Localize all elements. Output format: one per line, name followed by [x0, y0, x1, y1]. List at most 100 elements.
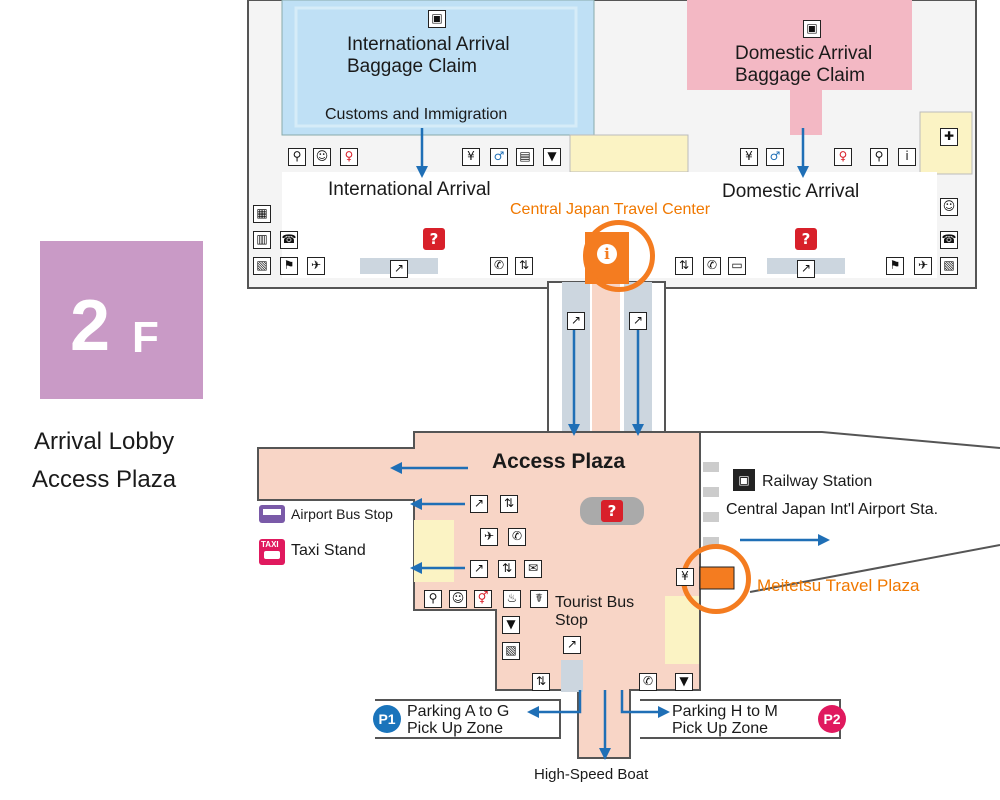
rail-step-3: [703, 512, 719, 522]
info-help-icon-dom: ?: [795, 228, 817, 250]
rent-icon-dom: ⚑: [886, 257, 904, 275]
coin-locker-icon: ▧: [253, 257, 271, 275]
parking-ag-label-1: Parking A to G: [407, 703, 510, 720]
rail-step-2: [703, 487, 719, 497]
parking-ag-label-2: Pick Up Zone: [407, 720, 504, 737]
parking-hm-label-1: Parking H to M: [672, 703, 778, 720]
taxi-icon: TAXI: [259, 539, 285, 565]
moving-walk-icon-left: ↗: [567, 312, 585, 330]
floor-badge: 2 F: [40, 241, 203, 399]
elevator-icon-plaza-1: ⇅: [500, 495, 518, 513]
intl-claim-label-1: International Arrival: [347, 34, 510, 55]
parking-hm-label-2: Pick Up Zone: [672, 720, 769, 737]
intl-arrival-label: International Arrival: [328, 179, 491, 200]
phone-booth-icon: ☎: [280, 231, 298, 249]
luggage-cart-icon: ▥: [253, 231, 271, 249]
nursing-icon-dom: ⚲: [870, 148, 888, 166]
info-help-icon-plaza: ?: [601, 500, 623, 522]
moving-walk-icon-right: ↗: [629, 312, 647, 330]
departure-icon-plaza: ✈: [480, 528, 498, 546]
dom-arrival-label: Domestic Arrival: [722, 181, 860, 202]
airport-sta-label: Central Japan Int'l Airport Sta.: [726, 501, 939, 518]
travel-center-label: Central Japan Travel Center: [510, 201, 711, 218]
escalator-icon-intl: ↗: [390, 260, 408, 278]
baggage-icon-intl: ▣: [428, 10, 446, 28]
internet-icon: ▭: [728, 257, 746, 275]
taxi-icon-label: TAXI: [261, 540, 279, 549]
phone-icon-dom: ✆: [703, 257, 721, 275]
elevator-icon-plaza-2: ⇅: [498, 560, 516, 578]
railway-corridor-outline-lower: [749, 544, 1000, 593]
first-aid-icon: ✚: [940, 128, 958, 146]
mail-icon: ✉: [524, 560, 542, 578]
rail-step-1: [703, 462, 719, 472]
floor-number: 2: [70, 286, 111, 366]
departure-icon: ✈: [307, 257, 325, 275]
area-name-1: Arrival Lobby: [34, 428, 175, 455]
nursing-icon-plaza: ⚲: [424, 590, 442, 608]
floor-suffix: F: [132, 313, 159, 362]
tourist-bus-label-1: Tourist Bus: [555, 594, 635, 611]
parking-lane-left: [375, 699, 561, 739]
baggage-service-icon: ▦: [253, 205, 271, 223]
arrow-heads: [390, 166, 830, 760]
plaza-yellow-right: [665, 596, 699, 664]
escalator-icon-dom: ↗: [797, 260, 815, 278]
escalator-icon-tourist: ↗: [563, 636, 581, 654]
restroom-icon-plaza: ⚥: [474, 590, 492, 608]
departure-icon-dom: ✈: [914, 257, 932, 275]
intl-baggage-grid: [294, 6, 578, 128]
info-help-icon-intl: ?: [423, 228, 445, 250]
train-icon: ▣: [733, 469, 755, 491]
baggage-icon-dom: ▣: [803, 20, 821, 38]
info-icon-dom: i: [898, 148, 916, 166]
baby-icon-plaza: ☺: [449, 590, 467, 608]
nursing-icon: ⚲: [288, 148, 306, 166]
female-restroom-icon: ♀: [340, 148, 358, 166]
escalator-icon-plaza-2: ↗: [470, 560, 488, 578]
rail-step-4: [703, 537, 719, 547]
shop-icon-bottom: ▼: [675, 673, 693, 691]
phone-booth-icon-dom: ☎: [940, 231, 958, 249]
elevator-icon: ⇅: [515, 257, 533, 275]
exchange-icon-plaza: ¥: [676, 568, 694, 586]
rent-icon: ⚑: [280, 257, 298, 275]
dom-baggage-zone: [687, 0, 912, 90]
railway-label: Railway Station: [762, 473, 873, 490]
escalator-lower: [561, 660, 583, 692]
access-plaza-label: Access Plaza: [492, 450, 626, 473]
boat-label: High-Speed Boat: [534, 766, 649, 783]
travel-center-highlight: [583, 220, 655, 292]
elevator-icon-bottom: ⇅: [532, 673, 550, 691]
shop-icon-plaza: ▼: [502, 616, 520, 634]
taxi-label: Taxi Stand: [291, 542, 366, 559]
baby-icon: ☺: [313, 148, 331, 166]
p2-badge: P2: [818, 705, 846, 733]
dom-baggage-neck: [790, 90, 822, 135]
prayer-icon: ☤: [530, 590, 548, 608]
currency-icon: ¥: [462, 148, 480, 166]
railway-corridor-outline: [700, 431, 1000, 449]
customs-label: Customs and Immigration: [325, 106, 508, 123]
coin-locker-icon-dom: ▧: [940, 257, 958, 275]
coin-locker-icon-plaza: ▧: [502, 642, 520, 660]
baby-icon-dom: ☺: [940, 198, 958, 216]
tourist-bus-label-2: Stop: [555, 612, 588, 629]
phone-icon: ✆: [490, 257, 508, 275]
area-name-2: Access Plaza: [32, 466, 177, 493]
bus-icon: [259, 505, 285, 523]
bus-stop-label: Airport Bus Stop: [291, 506, 393, 522]
escalator-icon-plaza-1: ↗: [470, 495, 488, 513]
direction-arrows: [400, 128, 820, 750]
phone-icon-bottom: ✆: [639, 673, 657, 691]
dom-claim-label-1: Domestic Arrival: [735, 43, 873, 64]
moving-walk-left: [562, 282, 590, 432]
exchange-icon: ¥: [740, 148, 758, 166]
male-restroom-icon-dom: ♂: [766, 148, 784, 166]
female-restroom-icon-dom: ♀: [834, 148, 852, 166]
intl-claim-label-2: Baggage Claim: [347, 56, 477, 77]
dom-claim-label-2: Baggage Claim: [735, 65, 865, 86]
male-restroom-icon: ♂: [490, 148, 508, 166]
yellow-block-upper: [569, 134, 689, 173]
locker-icon: ▤: [516, 148, 534, 166]
